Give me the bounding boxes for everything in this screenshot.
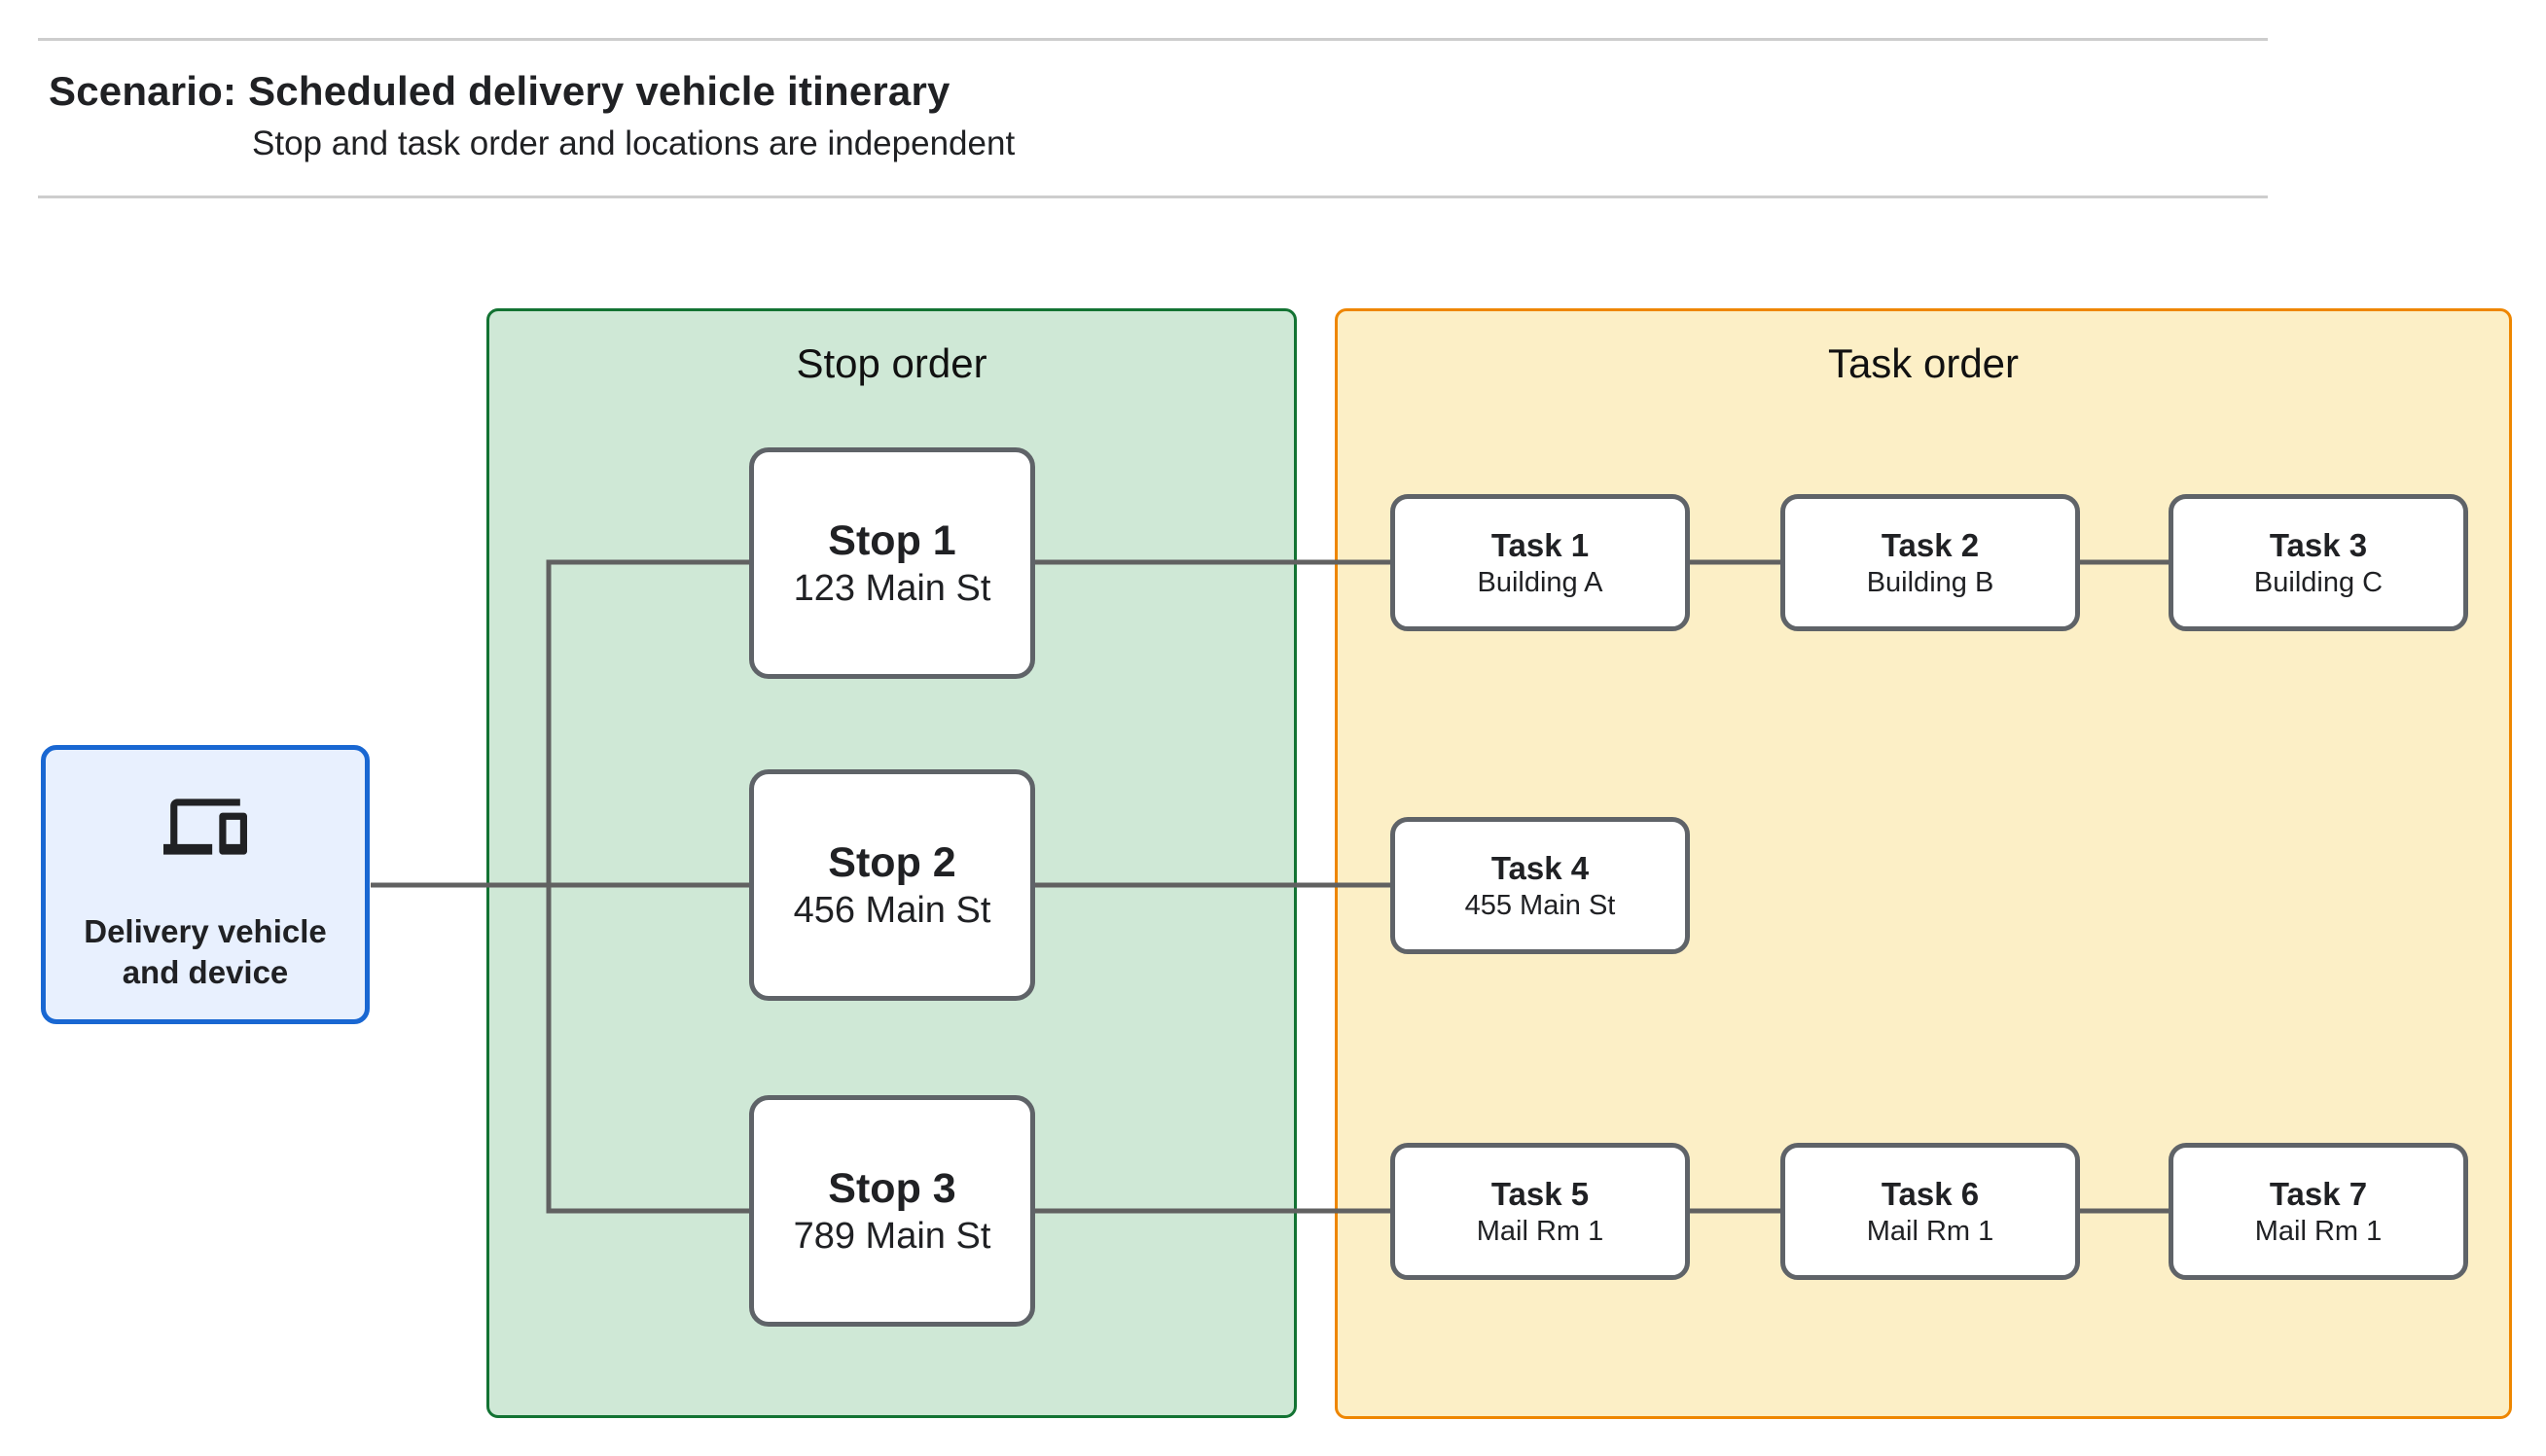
task-title: Task 7 [2269,1176,2368,1212]
stop-node-3: Stop 3 789 Main St [749,1095,1035,1327]
task-order-title: Task order [1827,340,2020,386]
task-location: 455 Main St [1464,890,1616,921]
stop-title: Stop 2 [828,839,956,886]
task-location: Building A [1477,567,1603,598]
stop-title: Stop 1 [828,517,956,564]
task-location: Building C [2253,567,2384,598]
divider-bottom [38,195,2268,198]
task-node-3: Task 3 Building C [2169,494,2468,631]
page-title: Scenario: Scheduled delivery vehicle iti… [49,68,950,114]
task-title: Task 2 [1881,527,1980,563]
divider-top [38,38,2268,41]
stop-location: 456 Main St [793,890,991,931]
task-location: Mail Rm 1 [1476,1216,1604,1247]
stop-node-2: Stop 2 456 Main St [749,769,1035,1001]
device-label: Delivery vehicle and device [84,912,327,990]
task-title: Task 5 [1490,1176,1590,1212]
page-subtitle: Stop and task order and locations are in… [252,124,1016,162]
stop-location: 789 Main St [793,1216,991,1257]
stop-node-1: Stop 1 123 Main St [749,447,1035,679]
task-title: Task 1 [1490,527,1590,563]
task-node-6: Task 6 Mail Rm 1 [1780,1143,2080,1280]
task-node-7: Task 7 Mail Rm 1 [2169,1143,2468,1280]
edge-trunk-stop1-stop3 [546,559,749,1214]
task-location: Mail Rm 1 [1866,1216,1994,1247]
task-location: Mail Rm 1 [2254,1216,2383,1247]
task-node-1: Task 1 Building A [1390,494,1690,631]
task-node-5: Task 5 Mail Rm 1 [1390,1143,1690,1280]
task-title: Task 6 [1881,1176,1980,1212]
stop-title: Stop 3 [828,1165,956,1212]
devices-icon [163,798,247,855]
device-node: Delivery vehicle and device [41,745,370,1024]
stop-location: 123 Main St [793,568,991,609]
task-title: Task 4 [1490,850,1590,886]
task-node-2: Task 2 Building B [1780,494,2080,631]
task-location: Building B [1866,567,1994,598]
task-node-4: Task 4 455 Main St [1390,817,1690,954]
task-title: Task 3 [2269,527,2368,563]
stop-order-title: Stop order [796,340,987,386]
